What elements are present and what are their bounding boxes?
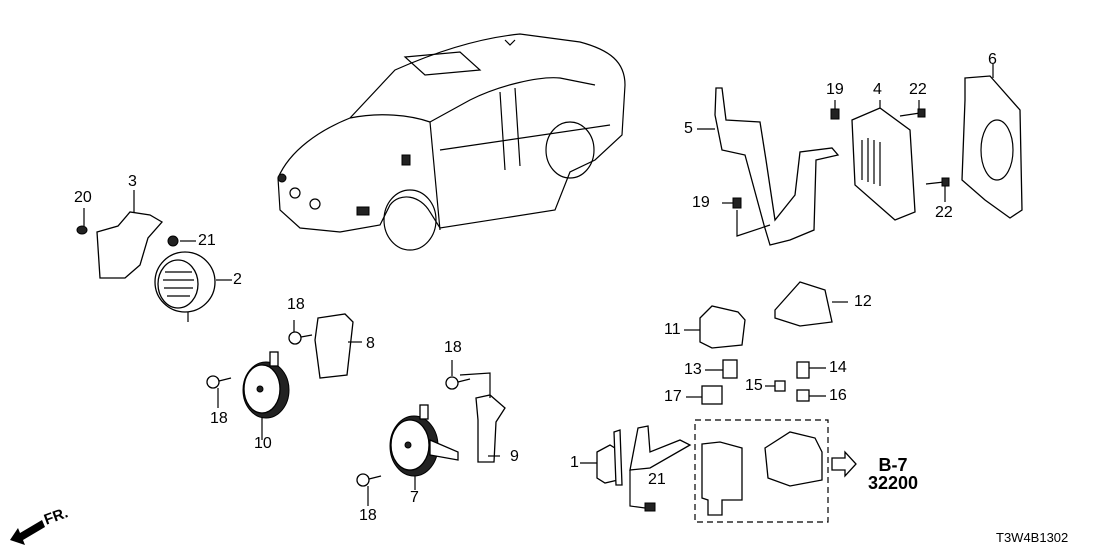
reference-link[interactable]: B-7 32200 bbox=[858, 456, 928, 492]
callout-7: 7 bbox=[410, 489, 419, 506]
part-16-relay bbox=[796, 389, 826, 402]
callout-19-a: 19 bbox=[826, 81, 844, 98]
front-arrow-icon bbox=[10, 520, 45, 545]
reference-line-2: 32200 bbox=[867, 473, 919, 493]
reference-group bbox=[694, 419, 857, 523]
callout-20: 20 bbox=[74, 189, 92, 206]
arrow-right-icon bbox=[831, 450, 857, 478]
callout-22-b: 22 bbox=[935, 204, 953, 221]
callout-21-b: 21 bbox=[648, 471, 666, 488]
callout-21-a: 21 bbox=[198, 232, 216, 249]
callout-3: 3 bbox=[128, 173, 137, 190]
part-3-bracket bbox=[96, 190, 164, 279]
part-22-bolt-upper bbox=[899, 100, 926, 118]
part-19-bolt-lower bbox=[722, 197, 771, 237]
callout-6: 6 bbox=[988, 51, 997, 68]
part-18-bolt-a bbox=[288, 320, 313, 345]
part-1-relay-bracket bbox=[580, 425, 692, 486]
part-9-bracket bbox=[459, 372, 506, 463]
part-7-horn bbox=[389, 404, 459, 490]
callout-8: 8 bbox=[366, 335, 375, 352]
part-8-bracket bbox=[314, 313, 362, 379]
reference-line-1: B-7 bbox=[878, 455, 908, 475]
part-18-bolt-b bbox=[206, 375, 232, 408]
part-22-bolt-lower bbox=[925, 177, 950, 202]
part-11-relay-box bbox=[684, 305, 746, 349]
callout-15: 15 bbox=[745, 377, 763, 394]
part-18-bolt-d bbox=[356, 473, 382, 506]
part-17-relay bbox=[686, 385, 723, 405]
part-6-cover bbox=[961, 64, 1023, 219]
callout-18-c: 18 bbox=[444, 339, 462, 356]
part-21-nut bbox=[167, 235, 196, 247]
callout-9: 9 bbox=[510, 448, 519, 465]
callout-12: 12 bbox=[854, 293, 872, 310]
callout-11: 11 bbox=[664, 321, 681, 338]
car-illustration bbox=[277, 33, 626, 251]
callout-16: 16 bbox=[829, 387, 847, 404]
part-2-speaker bbox=[154, 251, 232, 322]
callout-17: 17 bbox=[664, 388, 682, 405]
callout-22-a: 22 bbox=[909, 81, 927, 98]
part-10-horn bbox=[242, 351, 290, 440]
callout-5: 5 bbox=[684, 120, 693, 137]
diagram-code: T3W4B1302 bbox=[996, 530, 1069, 545]
callout-4: 4 bbox=[873, 81, 882, 98]
part-19-bolt-upper bbox=[830, 100, 840, 120]
callout-18-a: 18 bbox=[287, 296, 305, 313]
callout-10: 10 bbox=[254, 435, 272, 452]
callout-18-d: 18 bbox=[359, 507, 377, 524]
callout-2: 2 bbox=[233, 271, 242, 288]
part-14-relay bbox=[796, 361, 826, 379]
part-20-bolt bbox=[76, 208, 88, 235]
part-21-bolt bbox=[629, 470, 656, 512]
callout-18-b: 18 bbox=[210, 410, 228, 427]
callout-1: 1 bbox=[570, 454, 579, 471]
part-4-control-unit bbox=[851, 100, 916, 221]
callout-13: 13 bbox=[684, 361, 702, 378]
part-5-bracket bbox=[697, 87, 840, 246]
part-18-bolt-c bbox=[445, 360, 471, 390]
part-13-relay bbox=[705, 359, 738, 379]
callout-14: 14 bbox=[829, 359, 847, 376]
callout-19-b: 19 bbox=[692, 194, 710, 211]
part-15-relay bbox=[765, 380, 786, 392]
part-12-relay-box bbox=[774, 281, 848, 327]
